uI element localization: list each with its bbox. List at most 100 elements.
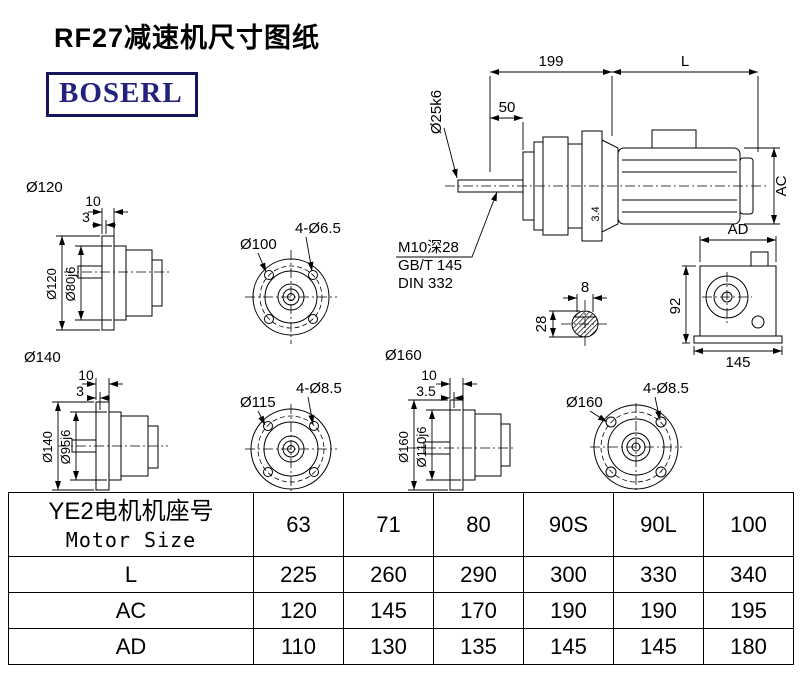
dim-3: 3 <box>82 209 90 225</box>
dim-10: 10 <box>85 193 101 209</box>
bolt-hole <box>605 466 617 478</box>
size-100-cell: 100 <box>703 492 794 557</box>
flange-outline <box>250 408 332 490</box>
table-cell: 330 <box>613 556 704 593</box>
dim-92: 92 <box>667 298 684 315</box>
bolt-hole <box>264 314 274 324</box>
size-90l-cell: 90L <box>613 492 704 557</box>
size-90s-cell: 90S <box>523 492 614 557</box>
side-view-160: Ø160 10 3.5 Ø160 Ø110j6 <box>385 347 514 491</box>
mounting-feet <box>693 335 783 344</box>
table-cell: 225 <box>253 556 344 593</box>
table-row-AD: AD 110 130 135 145 145 180 <box>8 628 794 665</box>
dim-AD: AD <box>728 221 749 238</box>
table-cell: 260 <box>343 556 434 593</box>
table-header-row: YE2电机机座号 Motor Size 63 71 80 90S 90L 100 <box>8 492 794 557</box>
size-80-cell: 80 <box>433 492 524 557</box>
note-tap-hole: M10深28 <box>398 239 459 256</box>
table-cell: 190 <box>613 592 704 629</box>
logo-text: BOSERL <box>59 77 183 109</box>
shaft-section-view: 8 28 <box>533 279 609 348</box>
gearbox-end-body <box>699 265 777 337</box>
dim-flange-dia: Ø120 <box>44 268 59 300</box>
technical-drawings: 199 L 50 Ø25k6 AC 3.4 M10深28 GB/T 145 DI… <box>24 53 790 491</box>
table-cell: 190 <box>523 592 614 629</box>
table-cell: 135 <box>433 628 524 665</box>
table-cell: 180 <box>703 628 794 665</box>
bolt-hole <box>309 421 319 431</box>
table-cell: 170 <box>433 592 524 629</box>
dim-8: 8 <box>581 279 589 296</box>
motor-adapter <box>601 139 619 233</box>
dim-spigot-dia: Ø80j6 <box>63 267 78 302</box>
table-cell: 290 <box>433 556 524 593</box>
page-title: RF27减速机尺寸图纸 <box>54 23 321 53</box>
dim-3-4: 3.4 <box>590 206 602 221</box>
flange <box>101 235 115 331</box>
dim-3: 3 <box>76 383 84 399</box>
dim-145: 145 <box>725 354 750 371</box>
header-en: Motor Size <box>65 527 197 552</box>
dim-10: 10 <box>421 367 437 383</box>
dim-28: 28 <box>533 316 550 333</box>
label-160: Ø160 <box>385 347 422 364</box>
size-63-cell: 63 <box>253 492 344 557</box>
side-view-120: Ø120 10 3 Ø120 Ø80j6 <box>26 179 172 331</box>
table-cell: 120 <box>253 592 344 629</box>
shaft-cross-section <box>571 310 599 338</box>
dim-50: 50 <box>499 99 516 116</box>
flange-outline <box>252 258 330 336</box>
note-gb-standard: GB/T 145 <box>398 257 462 274</box>
boserl-logo: BOSERL <box>46 72 198 117</box>
bolt-hole <box>605 416 617 428</box>
end-view: AD 92 145 <box>667 221 783 371</box>
table-cell: 145 <box>343 592 434 629</box>
front-view-100: 4-Ø6.5 Ø100 <box>240 220 341 344</box>
dim-dia: Ø100 <box>240 236 277 253</box>
table-cell: 110 <box>253 628 344 665</box>
dim-199: 199 <box>538 53 563 70</box>
flange <box>449 399 464 491</box>
bolt-hole <box>309 467 319 477</box>
table-cell: 130 <box>343 628 434 665</box>
header-motor-size-cell: YE2电机机座号 Motor Size <box>8 492 254 557</box>
motor-size-table: YE2电机机座号 Motor Size 63 71 80 90S 90L 100… <box>8 492 794 665</box>
table-cell: 300 <box>523 556 614 593</box>
terminal-box <box>651 129 697 149</box>
table-row-AC: AC 120 145 170 190 190 195 <box>8 592 794 629</box>
table-cell: 145 <box>523 628 614 665</box>
front-view-115: 4-Ø8.5 Ø115 <box>240 380 342 491</box>
dim-10: 10 <box>78 367 94 383</box>
note-din-standard: DIN 332 <box>398 275 453 292</box>
header-cn: YE2电机机座号 <box>48 497 214 525</box>
table-cell: 340 <box>703 556 794 593</box>
dim-holes: 4-Ø8.5 <box>643 380 689 397</box>
front-view-160: 4-Ø8.5 Ø160 <box>566 380 689 491</box>
dim-dia: Ø115 <box>240 394 276 411</box>
dim-shaft-dia: Ø25k6 <box>428 90 445 134</box>
row-label: AD <box>8 628 254 665</box>
table-row-L: L 225 260 290 300 330 340 <box>8 556 794 593</box>
bolt-hole <box>655 466 667 478</box>
size-71-cell: 71 <box>343 492 434 557</box>
dim-spigot-dia: Ø95j6 <box>58 430 73 465</box>
dim-flange-dia: Ø160 <box>396 431 411 463</box>
label-140: Ø140 <box>24 349 61 366</box>
dim-dia: Ø160 <box>566 394 603 411</box>
table-cell: 145 <box>613 628 704 665</box>
dim-spigot-dia: Ø110j6 <box>414 427 429 468</box>
bolt-hole <box>264 270 274 280</box>
dim-holes: 4-Ø6.5 <box>295 220 341 237</box>
side-view-140: Ø140 10 3 Ø140 Ø95j6 <box>24 349 168 491</box>
bolt-hole <box>263 421 273 431</box>
dim-flange-dia: Ø140 <box>40 431 55 463</box>
dim-L: L <box>681 53 689 70</box>
label-120: Ø120 <box>26 179 63 196</box>
flange-outline <box>593 404 679 490</box>
row-label: AC <box>8 592 254 629</box>
dim-holes: 4-Ø8.5 <box>296 380 342 397</box>
fan-cover <box>739 157 754 215</box>
dim-AC: AC <box>773 175 790 196</box>
bolt-hole <box>308 314 318 324</box>
